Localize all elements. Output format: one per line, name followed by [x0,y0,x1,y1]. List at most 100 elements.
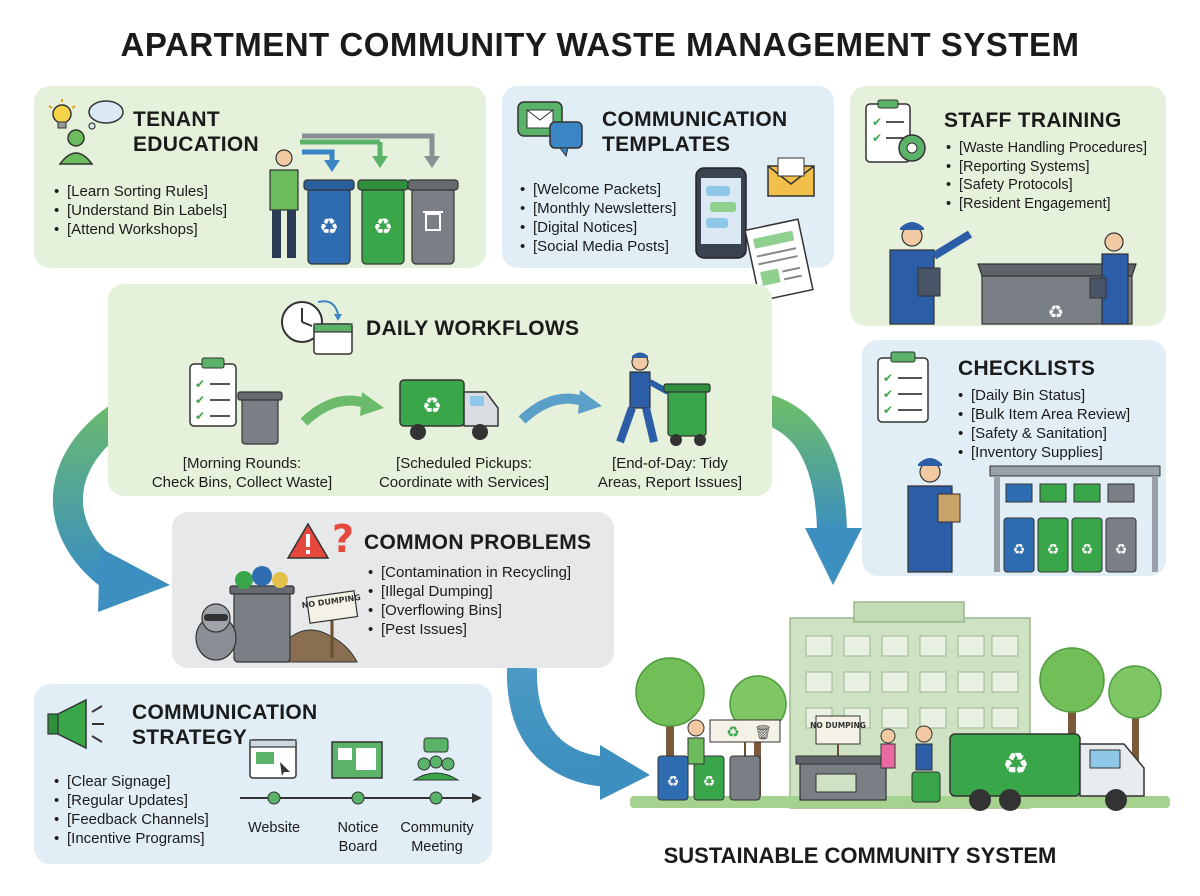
tree-icon [1108,665,1162,796]
svg-text:♻: ♻ [373,215,393,240]
page-title: APARTMENT COMMUNITY WASTE MANAGEMENT SYS… [120,26,1080,63]
no-dumping-sign: NO DUMPING [810,721,866,730]
step-arrow-1 [300,392,384,426]
list-item: [Incentive Programs] [54,829,209,848]
svg-text:♻: ♻ [703,774,716,790]
staff-training-title: STAFF TRAINING [944,109,1122,132]
list-item: [Learn Sorting Rules] [54,182,227,201]
checklists-title: CHECKLISTS [958,357,1096,380]
envelope-icon [767,157,815,197]
workflow-step-pickups: [Scheduled Pickups:Coordinate with Servi… [378,455,550,491]
svg-text:✔: ✔ [195,409,205,423]
worker-with-bin-icon [616,352,711,446]
website-icon [249,739,297,779]
list-item: [Waste Handling Procedures] [946,139,1147,158]
question-mark-icon: ? [332,517,354,561]
list-item: [Contamination in Recycling] [368,563,571,582]
workflow-step-morning: [Morning Rounds:Check Bins, Collect Wast… [151,455,333,491]
channel-timeline [240,737,482,805]
trash-bin-gray [407,179,459,265]
svg-text:✔: ✔ [872,131,882,145]
checklists-list: [Daily Bin Status] [Bulk Item Area Revie… [958,386,1130,462]
clock-calendar-icon [281,300,353,355]
list-item: [Resident Engagement] [946,195,1147,214]
person-icon [58,129,94,165]
community-system-title: SUSTAINABLE COMMUNITY SYSTEM [663,843,1057,868]
svg-text:♻: ♻ [1115,542,1128,558]
tenant-education-list: [Learn Sorting Rules] [Understand Bin La… [54,182,227,239]
list-item: [Attend Workshops] [54,220,227,239]
smartphone-icon [695,167,747,259]
list-item: [Digital Notices] [520,218,676,237]
clipboard-icon: ✔ ✔ ✔ [189,357,283,445]
list-item: [Monthly Newsletters] [520,199,676,218]
daily-workflows-title: DAILY WORKFLOWS [366,317,580,340]
checklists-illustration: ♻ ♻ ♻ ♻ [907,458,1161,573]
recycle-bin-blue: ♻ [303,179,355,265]
svg-text:♻: ♻ [319,215,339,240]
svg-text:✔: ✔ [883,387,893,401]
svg-text:♻: ♻ [1048,302,1064,323]
list-item: [Safety & Sanitation] [958,424,1130,443]
svg-text:✔: ✔ [883,403,893,417]
list-item: [Illegal Dumping] [368,582,571,601]
svg-text:♻: ♻ [1081,542,1094,558]
step-arrow-2 [518,390,602,424]
garbage-truck-icon: ♻ [399,379,499,440]
list-item: [Pest Issues] [368,620,571,639]
list-item: [Reporting Systems] [946,158,1147,177]
common-problems-list: [Contamination in Recycling] [Illegal Du… [368,563,571,639]
svg-text:♻: ♻ [422,394,442,419]
list-item: [Regular Updates] [54,791,209,810]
svg-text:🗑: 🗑 [754,725,772,741]
svg-text:✔: ✔ [883,371,893,385]
communication-templates-list: [Welcome Packets] [Monthly Newsletters] … [520,180,676,256]
community-scene: ♻ 🗑 NO DUMPING ♻ ♻ ♻ [630,601,1170,811]
garbage-truck-icon: ♻ [949,733,1145,811]
list-item: [Inventory Supplies] [958,443,1130,462]
clipboard-gear-icon: ✔ ✔ [865,99,926,163]
svg-text:✔: ✔ [195,377,205,391]
svg-text:?: ? [332,517,354,561]
raccoon-icon [195,603,237,661]
svg-text:✔: ✔ [872,115,882,129]
trash-icon [237,391,283,445]
common-problems-title: COMMON PROBLEMS [364,531,592,554]
list-item: [Social Media Posts] [520,237,676,256]
svg-text:♻: ♻ [726,723,739,741]
svg-text:✔: ✔ [195,393,205,407]
overflowing-bin-illustration: NO DUMPING [195,566,361,663]
chat-envelope-icon [517,101,583,158]
community-meeting-icon [412,737,460,781]
channel-label-website: Website [247,820,301,836]
megaphone-icon [47,698,104,750]
svg-text:♻: ♻ [1047,542,1060,558]
list-item: [Safety Protocols] [946,176,1147,195]
list-item: [Overflowing Bins] [368,601,571,620]
list-item: [Bulk Item Area Review] [958,405,1130,424]
svg-text:♻: ♻ [667,774,680,790]
warning-icon [286,522,330,559]
svg-text:♻: ♻ [1003,747,1030,782]
list-item: [Feedback Channels] [54,810,209,829]
down-arrow [506,667,612,787]
communication-strategy-list: [Clear Signage] [Regular Updates] [Feedb… [54,772,209,848]
clipboard-icon: ✔ ✔ ✔ [877,351,929,423]
recycle-bin-green: ♻ [357,179,409,265]
lightbulb-icon [48,99,76,129]
list-item: [Clear Signage] [54,772,209,791]
staff-training-illustration: ♻ [889,222,1137,325]
list-item: [Daily Bin Status] [958,386,1130,405]
list-item: [Welcome Packets] [520,180,676,199]
document-icon [744,218,814,302]
thought-bubble-icon [88,100,124,130]
teacher-with-bins-illustration: ♻ ♻ [269,133,459,265]
svg-text:♻: ♻ [1013,542,1026,558]
staff-training-list: [Waste Handling Procedures] [Reporting S… [946,139,1147,213]
